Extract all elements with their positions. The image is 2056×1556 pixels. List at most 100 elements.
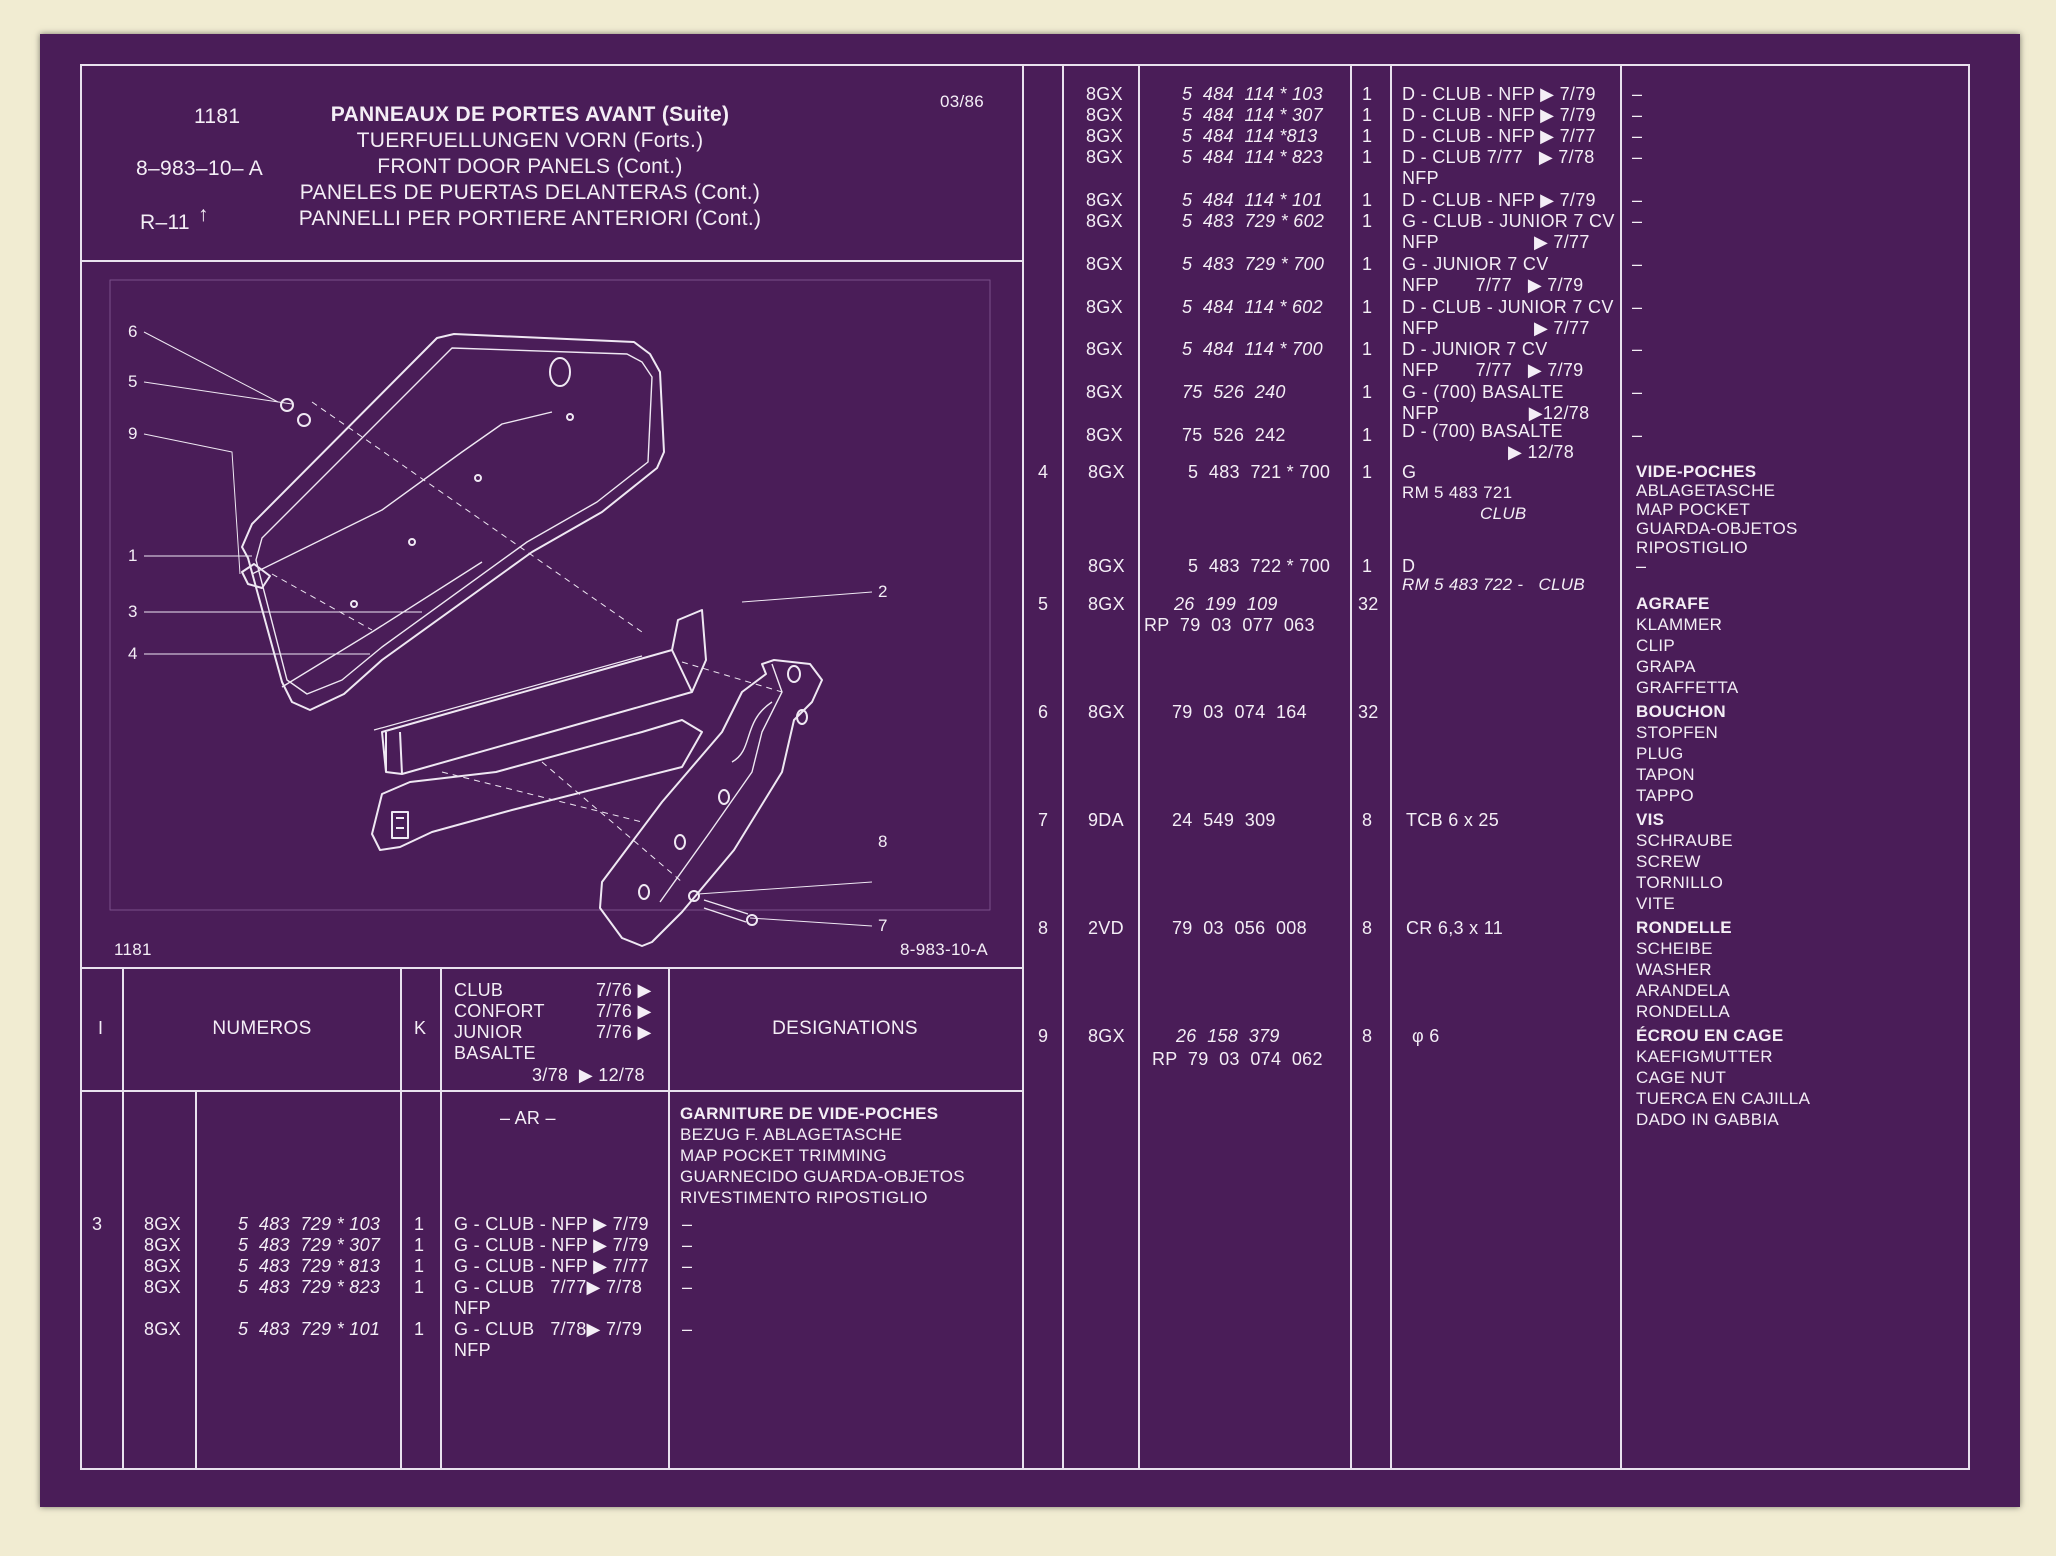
header-date: 03/86 — [940, 92, 985, 111]
panel-divider — [1022, 64, 1024, 1470]
item-desc-line: ABLAGETASCHE — [1636, 481, 1776, 500]
item-desc-line: TORNILLO — [1636, 873, 1724, 892]
item-qty: 32 — [1358, 594, 1379, 614]
title-en: FRONT DOOR PANELS (Cont.) — [377, 155, 683, 178]
item-version: CR 6,3 x 11 — [1406, 918, 1504, 938]
item-desc-line: GRAPA — [1636, 657, 1696, 676]
callout-3: 3 — [128, 602, 137, 621]
right-col-line-1 — [1062, 64, 1064, 1470]
item-desc-line: SCHRAUBE — [1636, 831, 1733, 850]
row-part: 5 484 114 * 103 — [1182, 84, 1323, 104]
callout-8: 8 — [878, 832, 887, 851]
item-desc-line: SCHEIBE — [1636, 939, 1713, 958]
basalte-range: 3/78 ▶ 12/78 — [532, 1065, 645, 1085]
callout-5: 5 — [128, 372, 137, 391]
right-col-line-3 — [1350, 64, 1352, 1470]
figure-footer-right: 8-983-10-A — [900, 940, 989, 959]
col-header-numeros: NUMEROS — [212, 1018, 312, 1039]
item-number: 9 — [1038, 1026, 1049, 1046]
row-code: 8GX — [1086, 382, 1123, 402]
row-dash: – — [682, 1256, 693, 1276]
row-version: D - (700) BASALTE — [1402, 421, 1563, 441]
figure-separator — [80, 967, 1022, 969]
row-desc: – — [1632, 425, 1643, 445]
row-qty: 1 — [1362, 126, 1373, 146]
row-version: G - JUNIOR 7 CV — [1402, 254, 1549, 274]
item-number: 5 — [1038, 594, 1049, 614]
item-desc-line: RONDELLA — [1636, 1002, 1731, 1021]
row-dash: – — [682, 1319, 693, 1339]
designation-es: GUARNECIDO GUARDA-OBJETOS — [680, 1167, 965, 1186]
table-header-separator — [80, 1090, 1022, 1092]
right-col-line-2 — [1138, 64, 1140, 1470]
ref-r: R–11 — [140, 211, 190, 234]
item-desc-line: ARANDELA — [1636, 981, 1731, 1000]
item-code: 8GX — [1088, 556, 1125, 576]
row-version: ▶ 12/78 — [1402, 442, 1575, 462]
right-col-line-4 — [1390, 64, 1392, 1470]
item-part: 26 158 379 — [1176, 1026, 1280, 1046]
row-desc: – — [1632, 190, 1643, 210]
row-code: 8GX — [1086, 147, 1123, 167]
item-desc-title: RONDELLE — [1636, 918, 1732, 937]
row-qty: 1 — [1362, 84, 1373, 104]
item-desc-line: TAPPO — [1636, 786, 1694, 805]
row-code: 8GX — [144, 1277, 181, 1297]
item-desc-line: PLUG — [1636, 744, 1684, 763]
row-version: G - CLUB - NFP ▶ 7/79 — [454, 1235, 649, 1255]
item-code: 8GX — [1088, 1026, 1125, 1046]
left-col-line-4 — [440, 967, 442, 1470]
item-rm: RM 5 483 722 - CLUB — [1402, 575, 1585, 594]
item-code: 9DA — [1088, 810, 1124, 830]
row-dash: – — [682, 1277, 693, 1297]
item-desc-line: GUARDA-OBJETOS — [1636, 519, 1798, 538]
row-part: 75 526 242 — [1182, 425, 1286, 445]
col-header-designations: DESIGNATIONS — [772, 1018, 918, 1039]
item-number: 4 — [1038, 462, 1049, 482]
row-version: NFP — [454, 1298, 491, 1318]
item-qty: 32 — [1358, 702, 1379, 722]
row-code: 8GX — [144, 1256, 181, 1276]
title-de: TUERFUELLUNGEN VORN (Forts.) — [356, 129, 704, 152]
exploded-diagram: 6 5 9 1 3 4 2 8 7 — [109, 279, 991, 947]
item-part: 24 549 309 — [1172, 810, 1276, 830]
callout-9: 9 — [128, 424, 137, 443]
row-part: 5 483 729 * 602 — [1182, 211, 1325, 231]
row-desc: – — [1632, 339, 1643, 359]
row-desc: – — [1632, 211, 1643, 231]
row-version: NFP ▶ 7/77 — [1402, 232, 1590, 252]
item-desc-line: TUERCA EN CAJILLA — [1636, 1089, 1811, 1108]
callout-2: 2 — [878, 582, 887, 601]
row-desc: – — [1632, 105, 1643, 125]
row-desc: – — [1632, 297, 1643, 317]
row-qty: 1 — [414, 1214, 425, 1234]
item-part: 5 483 721 * 700 — [1188, 462, 1331, 482]
item-qty: 1 — [1362, 556, 1373, 576]
row-desc: – — [1632, 126, 1643, 146]
row-part: 5 484 114 * 823 — [1182, 147, 1323, 167]
item-rm: RM 5 483 721 — [1402, 483, 1513, 502]
row-version: D - JUNIOR 7 CV — [1402, 339, 1548, 359]
title-es: PANELES DE PUERTAS DELANTERAS (Cont.) — [299, 181, 761, 204]
item-part: 26 199 109 — [1174, 594, 1278, 614]
row-code: 8GX — [1086, 190, 1123, 210]
designation-en: MAP POCKET TRIMMING — [680, 1146, 887, 1165]
frame-bottom — [80, 1468, 1970, 1470]
row-part: 5 483 729 * 103 — [238, 1214, 381, 1234]
row-desc: – — [1632, 382, 1643, 402]
row-dash: – — [682, 1235, 693, 1255]
row-version: NFP — [454, 1340, 491, 1360]
row-code: 8GX — [1086, 84, 1123, 104]
item-part-rp: RP 79 03 077 063 — [1144, 615, 1315, 635]
item-desc-title: VIDE-POCHES — [1636, 462, 1757, 481]
item-desc-line: GRAFFETTA — [1636, 678, 1739, 697]
item-part: 5 483 722 * 700 — [1188, 556, 1331, 576]
item-qty: 8 — [1362, 1026, 1373, 1046]
row-qty: 1 — [414, 1235, 425, 1255]
row-version: NFP — [1402, 168, 1439, 188]
row-version: G - CLUB 7/77▶ 7/78 — [454, 1277, 643, 1297]
row-code: 8GX — [1086, 211, 1123, 231]
item-number: 6 — [1038, 702, 1049, 722]
item-qty: 8 — [1362, 918, 1373, 938]
row-version: NFP 7/77 ▶ 7/79 — [1402, 360, 1584, 380]
